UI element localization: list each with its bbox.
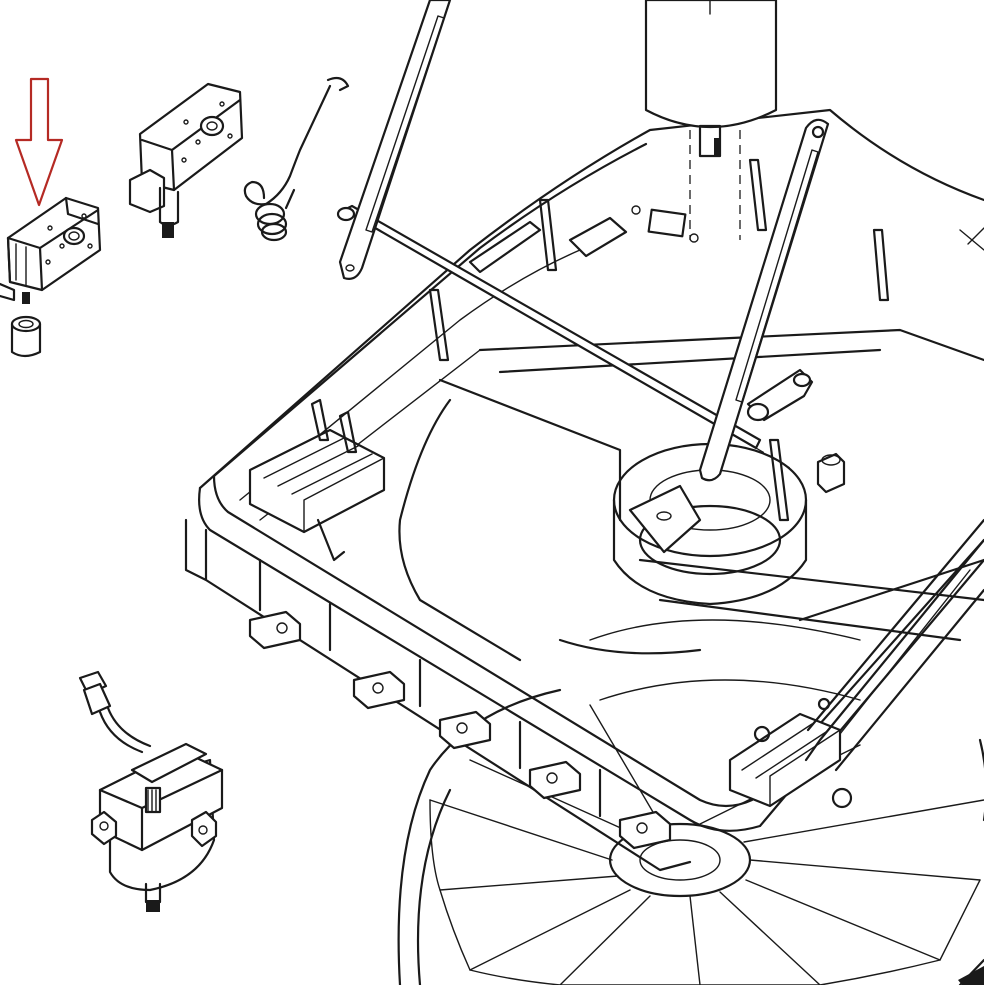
motor-part [644,0,778,240]
down-arrow-icon [14,77,64,207]
gear-bracket-part-highlighted [0,196,102,304]
drive-rod-part [336,204,791,469]
bottom-right-partial-part [958,958,984,985]
bushing-part [10,315,42,358]
mounting-tabs [248,610,672,850]
lift-arm-left [338,0,452,280]
torsion-spring-part [243,76,350,242]
vent-base-frame [184,108,984,872]
fan-blade-part [397,619,984,985]
latch-assembly-right [728,697,842,808]
lift-arm-right [698,118,830,482]
edge-marker [959,227,984,251]
latch-assembly-left [248,398,386,562]
gear-bracket-part [128,82,244,238]
stepper-motor-part [78,670,224,912]
